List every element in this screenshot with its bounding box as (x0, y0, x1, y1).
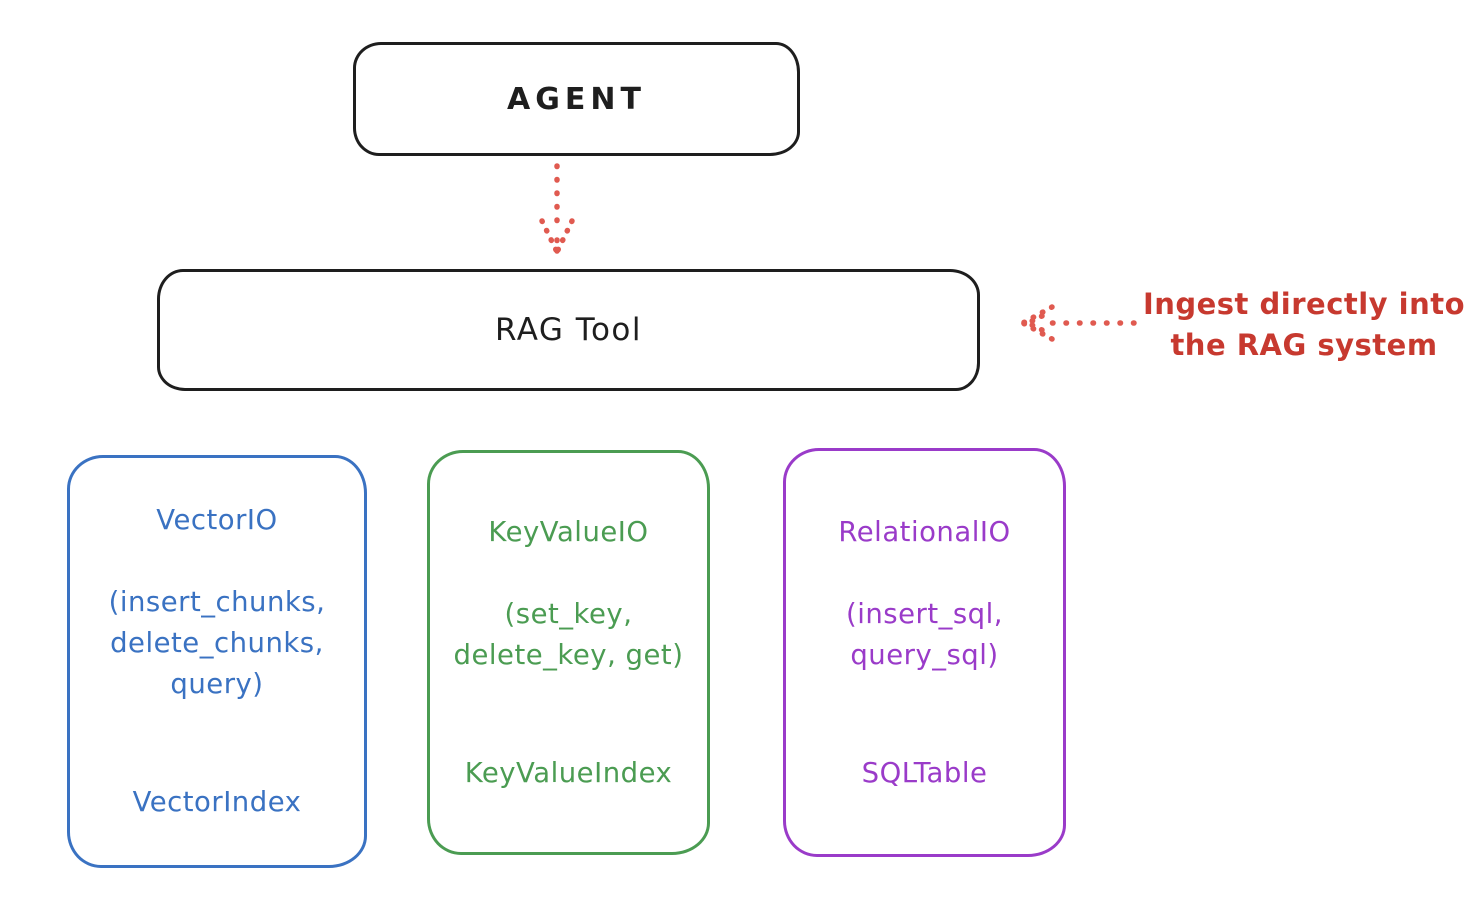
vector-io-text: VectorIO (insert_chunks, delete_chunks, … (109, 459, 326, 864)
vector-io-title: VectorIO (156, 504, 278, 536)
rag-tool-label: RAG Tool (494, 312, 643, 348)
vector-index-label: VectorIndex (132, 786, 302, 818)
keyvalue-io-text: KeyValueIO (set_key, delete_key, get) Ke… (454, 471, 684, 835)
sqltable-label: SQLTable (861, 756, 988, 789)
agent-box: AGENT (353, 42, 800, 156)
relational-io-title: RelationalIO (838, 515, 1011, 548)
relational-io-methods: (insert_sql, query_sql) (845, 597, 1004, 671)
ingest-annotation: Ingest directly into the RAG system (1142, 287, 1466, 362)
agent-to-rag-arrow (539, 163, 575, 257)
vector-io-box: VectorIO (insert_chunks, delete_chunks, … (67, 455, 367, 868)
ingest-arrow (1020, 304, 1137, 342)
keyvalue-io-title: KeyValueIO (488, 515, 649, 548)
relational-io-text: RelationalIO (insert_sql, query_sql) SQL… (838, 471, 1010, 835)
keyvalue-io-box: KeyValueIO (set_key, delete_key, get) Ke… (427, 450, 710, 855)
vector-io-methods: (insert_chunks, delete_chunks, query) (108, 586, 326, 700)
rag-tool-box: RAG Tool (157, 269, 980, 391)
keyvalue-io-methods: (set_key, delete_key, get) (453, 597, 684, 671)
keyvalue-index-label: KeyValueIndex (464, 756, 673, 789)
agent-label: AGENT (507, 81, 646, 117)
relational-io-box: RelationalIO (insert_sql, query_sql) SQL… (783, 448, 1066, 857)
